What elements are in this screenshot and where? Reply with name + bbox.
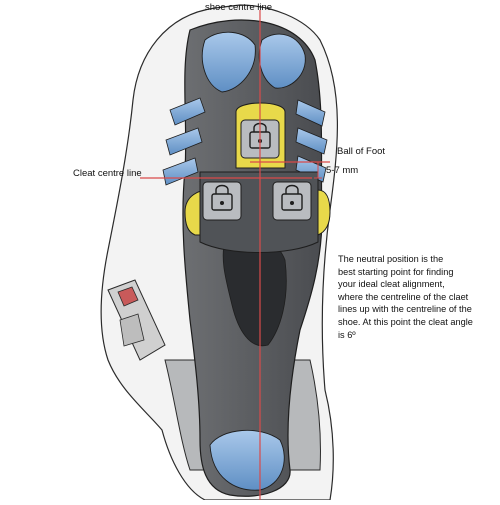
offset-label: 5-7 mm [326,165,359,176]
ball-of-foot-label: Ball of Foot [337,146,386,157]
lock-icon [272,181,312,221]
heel-pad [209,429,285,491]
strap-tab [119,313,145,347]
shoe-centre-line-label: shoe centre line [205,2,273,13]
cleat-centre-line-label: Cleat centre line [73,168,142,179]
neutral-position-note: The neutral position is the best startin… [338,254,473,340]
vent-left-1 [169,97,206,126]
vent-right-2 [295,127,328,155]
toe-pad-right [258,33,306,89]
lock-icon [202,181,242,221]
strap-buckle [117,286,139,307]
vent-left-2 [165,127,203,156]
vent-right-1 [295,99,326,127]
toe-pad-left [201,31,256,93]
